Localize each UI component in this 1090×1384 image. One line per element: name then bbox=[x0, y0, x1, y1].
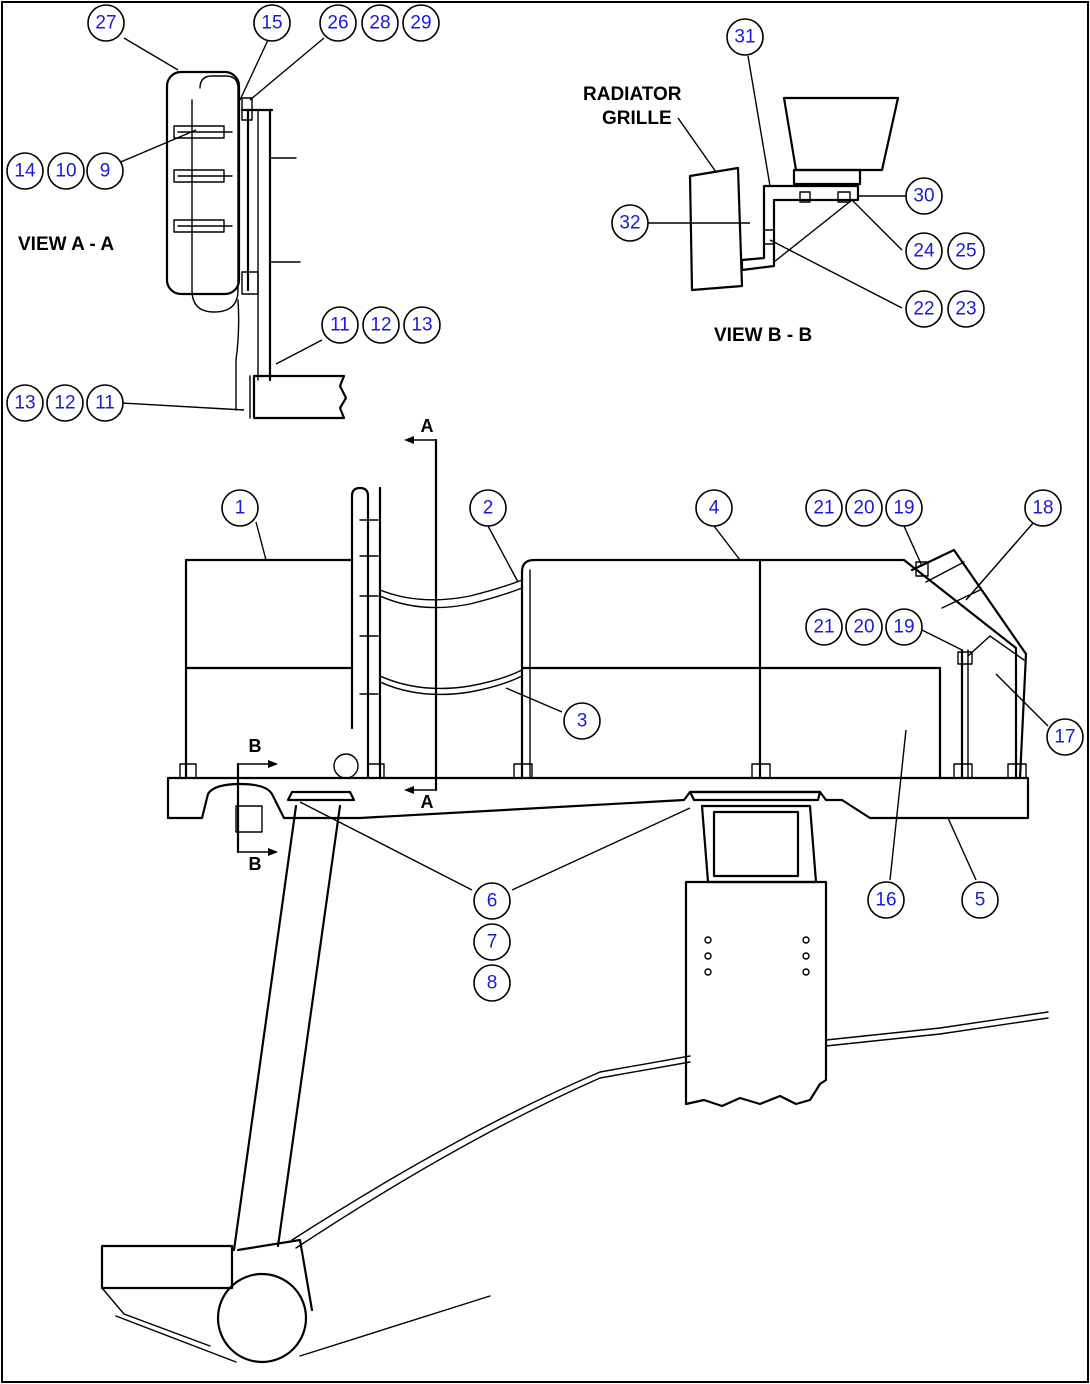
callout-21-b[interactable]: 21 bbox=[805, 608, 843, 646]
callout-25[interactable]: 25 bbox=[947, 232, 985, 270]
callout-20-b[interactable]: 20 bbox=[845, 608, 883, 646]
callout-7[interactable]: 7 bbox=[473, 923, 511, 961]
radiator-leader bbox=[677, 117, 717, 173]
svg-text:21: 21 bbox=[813, 498, 834, 519]
radiator-label-line1: RADIATOR bbox=[583, 84, 682, 105]
svg-text:21: 21 bbox=[813, 617, 834, 638]
view-b-b-detail bbox=[688, 96, 900, 292]
callout-24[interactable]: 24 bbox=[905, 232, 943, 270]
callout-8[interactable]: 8 bbox=[473, 964, 511, 1002]
view-b-label: VIEW B - B bbox=[714, 325, 812, 346]
svg-text:9: 9 bbox=[100, 161, 111, 182]
svg-text:5: 5 bbox=[975, 890, 986, 911]
leader-lines bbox=[115, 37, 1049, 891]
callout-17[interactable]: 17 bbox=[1046, 718, 1084, 756]
svg-text:13: 13 bbox=[411, 315, 432, 336]
callout-26[interactable]: 26 bbox=[319, 4, 357, 42]
callout-19-b[interactable]: 19 bbox=[885, 608, 923, 646]
svg-text:30: 30 bbox=[913, 186, 934, 207]
svg-text:1: 1 bbox=[235, 498, 246, 519]
svg-text:18: 18 bbox=[1032, 498, 1053, 519]
callout-13-b[interactable]: 13 bbox=[6, 384, 44, 422]
callout-13-a[interactable]: 13 bbox=[403, 306, 441, 344]
svg-text:6: 6 bbox=[487, 891, 498, 912]
callout-11-b[interactable]: 11 bbox=[86, 384, 124, 422]
svg-text:4: 4 bbox=[709, 498, 720, 519]
svg-text:11: 11 bbox=[330, 315, 350, 336]
svg-text:3: 3 bbox=[577, 711, 588, 732]
callout-1[interactable]: 1 bbox=[221, 489, 259, 527]
callout-18[interactable]: 18 bbox=[1024, 489, 1062, 527]
svg-text:20: 20 bbox=[853, 617, 874, 638]
svg-text:10: 10 bbox=[55, 161, 76, 182]
svg-text:14: 14 bbox=[14, 161, 36, 182]
svg-text:2: 2 bbox=[483, 498, 494, 519]
section-a-bottom: A bbox=[421, 792, 434, 812]
svg-text:16: 16 bbox=[875, 890, 896, 911]
callout-12-b[interactable]: 12 bbox=[46, 384, 84, 422]
callout-16[interactable]: 16 bbox=[867, 881, 905, 919]
svg-text:8: 8 bbox=[487, 973, 498, 994]
callout-27[interactable]: 27 bbox=[87, 4, 125, 42]
callout-23[interactable]: 23 bbox=[947, 290, 985, 328]
callout-20-a[interactable]: 20 bbox=[845, 489, 883, 527]
callout-11-a[interactable]: 11 bbox=[321, 306, 359, 344]
callout-15[interactable]: 15 bbox=[253, 4, 291, 42]
callout-31[interactable]: 31 bbox=[726, 18, 764, 56]
svg-text:17: 17 bbox=[1054, 727, 1075, 748]
svg-text:32: 32 bbox=[619, 213, 640, 234]
svg-text:11: 11 bbox=[95, 393, 115, 414]
radiator-label-line2: GRILLE bbox=[602, 108, 672, 129]
callout-29[interactable]: 29 bbox=[402, 4, 440, 42]
svg-text:31: 31 bbox=[734, 27, 755, 48]
callout-28[interactable]: 28 bbox=[361, 4, 399, 42]
svg-text:13: 13 bbox=[14, 393, 35, 414]
svg-text:27: 27 bbox=[95, 13, 116, 34]
callout-22[interactable]: 22 bbox=[905, 290, 943, 328]
section-b-top: B bbox=[249, 736, 262, 756]
callout-9[interactable]: 9 bbox=[86, 152, 124, 190]
svg-text:29: 29 bbox=[410, 13, 431, 34]
svg-text:28: 28 bbox=[369, 13, 390, 34]
callout-6[interactable]: 6 bbox=[473, 882, 511, 920]
svg-text:25: 25 bbox=[955, 241, 976, 262]
svg-text:15: 15 bbox=[261, 13, 282, 34]
svg-text:12: 12 bbox=[54, 393, 75, 414]
view-a-label: VIEW A - A bbox=[18, 234, 114, 255]
callout-32[interactable]: 32 bbox=[611, 204, 649, 242]
svg-text:7: 7 bbox=[487, 932, 498, 953]
section-a-top: A bbox=[421, 416, 434, 436]
callout-5[interactable]: 5 bbox=[961, 881, 999, 919]
callout-10[interactable]: 10 bbox=[47, 152, 85, 190]
main-assembly bbox=[100, 436, 1049, 1364]
svg-text:22: 22 bbox=[913, 299, 934, 320]
view-a-a-detail bbox=[165, 70, 348, 420]
svg-text:19: 19 bbox=[893, 617, 914, 638]
callout-19-a[interactable]: 19 bbox=[885, 489, 923, 527]
callout-3[interactable]: 3 bbox=[563, 702, 601, 740]
svg-text:19: 19 bbox=[893, 498, 914, 519]
callout-14[interactable]: 14 bbox=[6, 152, 44, 190]
svg-text:24: 24 bbox=[913, 241, 935, 262]
svg-text:23: 23 bbox=[955, 299, 976, 320]
callout-12-a[interactable]: 12 bbox=[362, 306, 400, 344]
section-b-bottom: B bbox=[249, 854, 262, 874]
svg-text:12: 12 bbox=[370, 315, 391, 336]
callout-2[interactable]: 2 bbox=[469, 489, 507, 527]
callout-21-a[interactable]: 21 bbox=[805, 489, 843, 527]
callout-30[interactable]: 30 bbox=[905, 177, 943, 215]
callout-4[interactable]: 4 bbox=[695, 489, 733, 527]
svg-text:26: 26 bbox=[327, 13, 348, 34]
svg-text:20: 20 bbox=[853, 498, 874, 519]
